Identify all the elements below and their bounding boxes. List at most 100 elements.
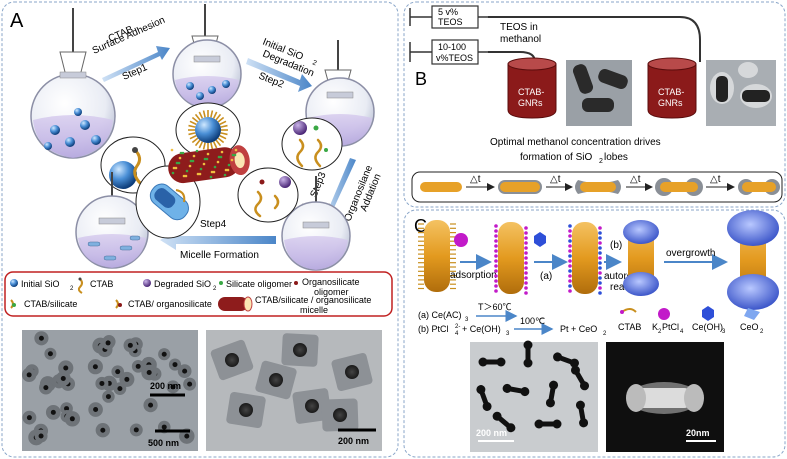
- svg-text:CTAB-: CTAB-: [658, 87, 684, 97]
- step3-label: Step3: [309, 170, 329, 199]
- k2ptcl4-ion-icon: [454, 233, 468, 247]
- panel-b-caption-line2: formation of SiO: [520, 152, 592, 163]
- rod-stage-4: [623, 220, 659, 296]
- svg-text:△t: △t: [470, 174, 481, 185]
- svg-text:v%TEOS: v%TEOS: [436, 53, 473, 63]
- step-a-label: (a): [540, 271, 552, 282]
- svg-text:3: 3: [722, 329, 726, 335]
- bubble-degraded-sio2: [281, 117, 343, 171]
- flask-1: [30, 8, 116, 159]
- panel-c-legend: CTAB K 2 PtCl 4 Ce(OH) 3 CeO 2: [618, 306, 764, 335]
- step4-label: Step4: [200, 219, 227, 230]
- bubble-ctab-coated-sio2: [175, 102, 241, 158]
- svg-text:Ce(OH): Ce(OH): [692, 322, 723, 332]
- legend-ctab-organosilicate: CTAB/ organosilicate: [128, 299, 212, 309]
- svg-text:+ Ce(OH): + Ce(OH): [462, 324, 501, 334]
- legend-degraded-sio2: Degraded SiO: [154, 279, 211, 289]
- step4-desc: Micelle Formation: [180, 250, 259, 261]
- step4-arrow: Step4 Micelle Formation: [160, 219, 276, 261]
- panel-a-tem-left: 200 nm 500 nm: [21, 330, 198, 451]
- panel-a-tem-right: 200 nm: [206, 330, 382, 451]
- svg-text:2: 2: [658, 329, 662, 335]
- panel-c-tem-right: 20nm: [606, 342, 724, 452]
- flask-4: [281, 176, 351, 271]
- adsorption-label: adsorption: [450, 270, 497, 281]
- svg-text:4: 4: [455, 331, 459, 337]
- rod-stage-1: [418, 220, 456, 292]
- svg-text:(b) PtCl: (b) PtCl: [418, 324, 449, 334]
- svg-text:(a) Ce(AC): (a) Ce(AC): [418, 310, 462, 320]
- panel-b-frame: [403, 1, 786, 208]
- step1-arrow: CTAB Surface Adhesion Step1: [91, 15, 170, 83]
- svg-text:2: 2: [599, 158, 603, 165]
- legend-ctab-silicate: CTAB/silicate: [24, 299, 77, 309]
- svg-text:K: K: [652, 322, 658, 332]
- rod-stage-3: [568, 222, 602, 295]
- rod-stage-2: [494, 222, 528, 295]
- svg-text:200 nm: 200 nm: [476, 428, 507, 438]
- svg-text:CeO: CeO: [740, 322, 759, 332]
- panel-b-label: B: [415, 69, 427, 89]
- svg-text:CTAB-: CTAB-: [518, 87, 544, 97]
- svg-text:2-: 2-: [455, 324, 460, 330]
- svg-text:Pt + CeO: Pt + CeO: [560, 324, 597, 334]
- legend-ctab: CTAB: [90, 279, 113, 289]
- legend-organosilicate-1: Organosilicate: [302, 277, 360, 287]
- panel-a-frame: [1, 1, 399, 458]
- svg-text:T＞60℃: T＞60℃: [478, 302, 512, 312]
- autoredox-line1: autoredox: [604, 271, 648, 282]
- micelle-cylinder: [168, 145, 250, 184]
- flask-5: [75, 172, 149, 269]
- svg-text:2: 2: [760, 329, 764, 335]
- panel-c-label: C: [414, 216, 427, 236]
- overgrowth-label: overgrowth: [666, 248, 715, 259]
- syringe-5-teos: 5 v% TEOS: [409, 5, 701, 62]
- bubble-micelle-rod: [135, 165, 201, 239]
- panel-a-label: A: [10, 10, 24, 32]
- svg-text:△t: △t: [550, 174, 561, 185]
- teos-in-methanol-line2: methanol: [500, 34, 541, 45]
- ceoh3-hex-icon: [534, 232, 546, 247]
- beaker-1-tem: [566, 60, 632, 126]
- svg-text:△t: △t: [630, 174, 641, 185]
- syringe-10-100-teos: 10-100 v%TEOS: [409, 39, 536, 68]
- svg-text:4: 4: [680, 329, 684, 335]
- reaction-equations: (a) Ce(AC) 3 T＞60℃ (b) PtCl 2- 4 + Ce(OH…: [418, 302, 607, 337]
- teos-in-methanol-line1: TEOS in: [500, 22, 538, 33]
- legend-organosilicate-2: oligomer: [314, 287, 349, 297]
- panel-b-evolution-row: △t △t △t △t: [411, 171, 783, 203]
- step2-arrow: Initial SiO 2 Degradation Step2: [246, 37, 318, 92]
- legend-micelle-1: CTAB/silicate / organosilicate: [255, 295, 371, 305]
- legend-micelle-2: micelle: [300, 305, 328, 315]
- legend-silicate-oligomer: Silicate oligomer: [226, 279, 292, 289]
- svg-text:2: 2: [70, 286, 74, 292]
- svg-text:GNRs: GNRs: [518, 98, 543, 108]
- svg-text:CTAB: CTAB: [618, 322, 641, 332]
- step-b-label: (b): [610, 240, 622, 251]
- beaker-2: CTAB- GNRs: [647, 57, 697, 119]
- svg-text:TEOS: TEOS: [438, 17, 463, 27]
- svg-text:2: 2: [603, 331, 607, 337]
- panel-b-caption-line1: Optimal methanol concentration drives: [490, 137, 661, 148]
- svg-text:PtCl: PtCl: [662, 322, 679, 332]
- panel-b-caption-line2-end: lobes: [604, 152, 628, 163]
- svg-text:2: 2: [213, 286, 217, 292]
- svg-text:5 v%: 5 v%: [438, 7, 458, 17]
- beaker-1: CTAB- GNRs: [507, 57, 557, 119]
- svg-text:100℃: 100℃: [520, 316, 545, 326]
- tem-a-left-scale-bottom: 500 nm: [148, 438, 179, 448]
- svg-text:10-100: 10-100: [438, 42, 466, 52]
- svg-text:△t: △t: [710, 174, 721, 185]
- svg-text:2: 2: [311, 59, 317, 67]
- svg-text:3: 3: [465, 317, 469, 323]
- bubble-organosilicate: [237, 167, 299, 223]
- svg-text:3: 3: [506, 331, 510, 337]
- beaker-2-tem: [706, 60, 776, 126]
- flask-2: [172, 4, 242, 109]
- tem-a-right-scale: 200 nm: [338, 436, 369, 446]
- panel-c-frame: [403, 209, 786, 458]
- rod-stage-5: [727, 210, 779, 310]
- legend-initial-sio2: Initial SiO: [21, 279, 60, 289]
- panel-c-tem-left: 200 nm: [470, 340, 598, 452]
